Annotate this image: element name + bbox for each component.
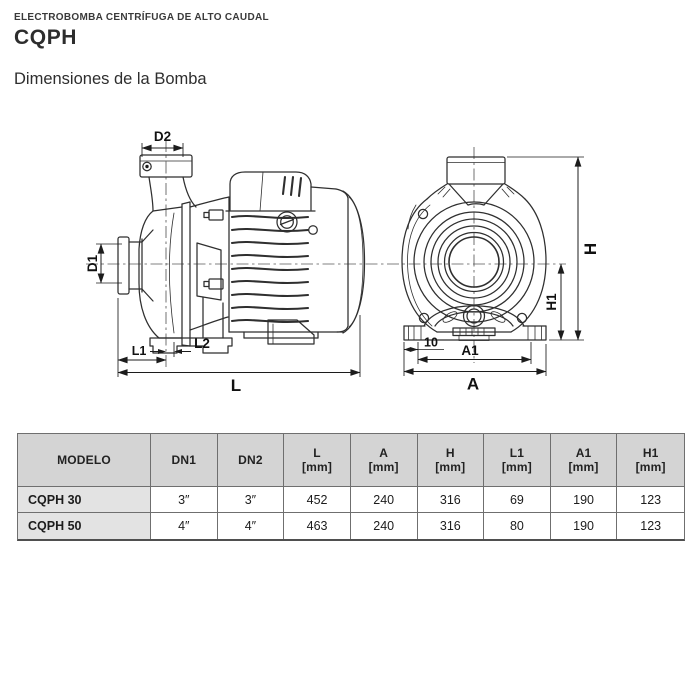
table-cell: 80 [484, 513, 551, 539]
motor-fins [230, 214, 310, 324]
table-row-model: CQPH 50 [18, 513, 151, 539]
table-cell: 4″ [151, 513, 218, 539]
front-discharge-port [426, 156, 526, 206]
table-cell: 123 [617, 487, 684, 513]
dim-label-a: A [467, 375, 479, 394]
table-cell: 3″ [151, 487, 218, 513]
col-header-dn1: DN1 [151, 434, 218, 487]
side-view-dimensions: D2 D1 L1 L2 L [85, 129, 361, 395]
dim-label-d2: D2 [154, 129, 171, 144]
dim-label-offset: 10 [424, 336, 438, 350]
table-row-model: CQPH 30 [18, 487, 151, 513]
dim-label-l2: L2 [194, 336, 210, 351]
table-cell: 316 [417, 513, 485, 539]
dimensions-table: MODELO DN1 DN2 L[mm] A[mm] H[mm] L1[mm] … [17, 433, 685, 541]
dim-label-l: L [231, 376, 241, 395]
col-header-dn2: DN2 [217, 434, 285, 487]
front-view-dimensions: H H1 10 A1 A [403, 156, 600, 394]
section-title: Dimensiones de la Bomba [14, 70, 207, 88]
motor-foot [267, 319, 315, 345]
motor-bracket [189, 196, 230, 339]
col-header-l1: L1[mm] [484, 434, 551, 487]
side-view-drawing: D2 D1 L1 L2 L [85, 129, 366, 395]
dim-label-d1: D1 [85, 254, 100, 272]
front-view-drawing: H H1 10 A1 A [401, 156, 600, 394]
col-header-h: H[mm] [417, 434, 485, 487]
dim-label-h1: H1 [544, 293, 559, 311]
table-cell: 69 [484, 487, 551, 513]
suction-port [117, 229, 154, 302]
table-cell: 123 [617, 513, 684, 539]
col-header-a1: A1[mm] [550, 434, 618, 487]
col-header-a: A[mm] [350, 434, 418, 487]
col-header-l: L[mm] [284, 434, 351, 487]
pump-foot [149, 337, 233, 354]
table-cell: 452 [284, 487, 351, 513]
motor [225, 171, 366, 345]
table-cell: 4″ [217, 513, 285, 539]
col-header-h1: H1[mm] [617, 434, 684, 487]
pump-volute [138, 201, 191, 347]
table-cell: 190 [550, 487, 618, 513]
table-cell: 316 [417, 487, 485, 513]
dim-label-a1: A1 [461, 343, 479, 358]
front-base [403, 304, 547, 341]
product-category: ELECTROBOMBA CENTRÍFUGA DE ALTO CAUDAL [14, 12, 269, 23]
table-cell: 240 [350, 487, 418, 513]
table-cell: 190 [550, 513, 618, 539]
table-cell: 463 [284, 513, 351, 539]
table-cell: 3″ [217, 487, 285, 513]
col-header-modelo: MODELO [18, 434, 151, 487]
table-cell: 240 [350, 513, 418, 539]
dim-label-h: H [581, 243, 600, 255]
page-title: CQPH [14, 26, 78, 49]
centerlines [86, 140, 566, 367]
dim-label-l1: L1 [132, 344, 147, 358]
